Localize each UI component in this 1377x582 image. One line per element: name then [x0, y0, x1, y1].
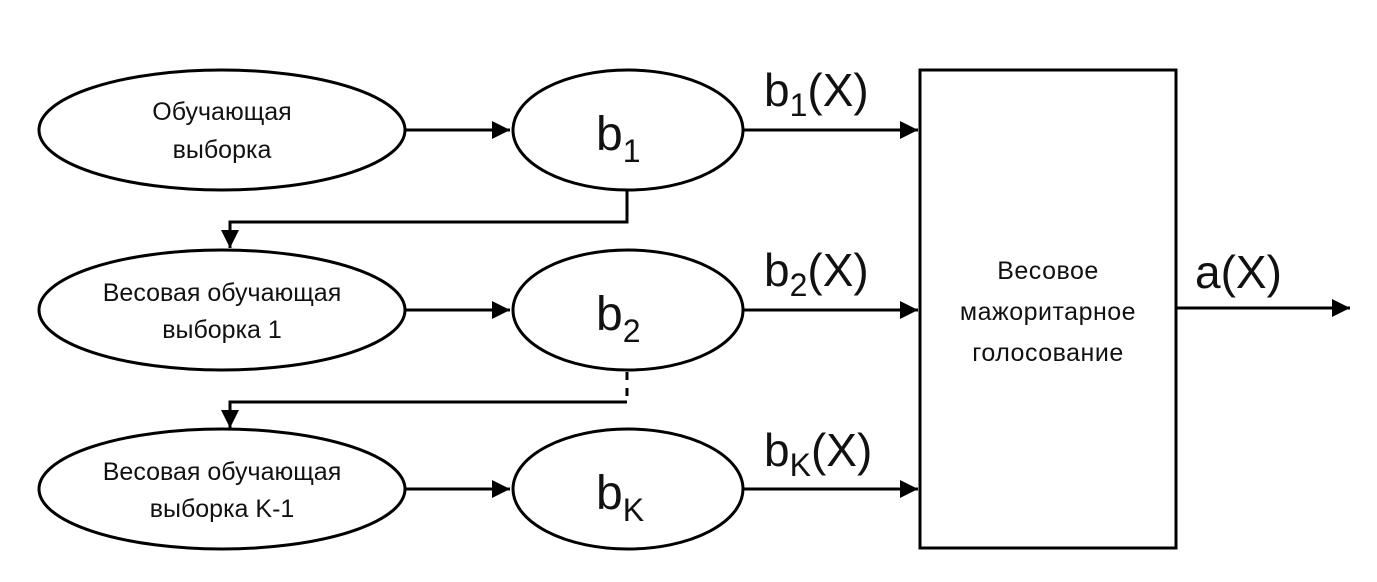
learner-node-b2: b2	[511, 248, 745, 372]
aggregator-label-line-2: мажоритарное	[960, 298, 1136, 326]
edge-label-bkx: bK(X)	[764, 424, 872, 483]
source-label-line-1: Весовая обучающая	[103, 458, 342, 486]
aggregator-label-line-1: Весовое	[997, 257, 1099, 285]
source-label-line-1: Весовая обучающая	[103, 279, 342, 307]
edge-b2-to-weighted-sample-k-1	[221, 400, 627, 428]
source-node-weighted-sample-k-1: Весовая обучающая выборка K-1	[37, 427, 407, 551]
edge-label-b1x: b1(X)	[764, 64, 869, 123]
edge-b1-to-weighted-sample-1	[221, 190, 629, 248]
learner-node-bk: bK	[511, 427, 745, 551]
source-label-line-2: выборка 1	[162, 316, 282, 344]
learner-label-b1: b1	[596, 108, 641, 169]
final-output-label: a(X)	[1195, 246, 1282, 298]
aggregator-node: Весовое мажоритарное голосование	[918, 68, 1178, 550]
learner-node-b1: b1	[511, 68, 745, 192]
learner-label-b2: b2	[596, 288, 641, 349]
learner-label-bk: bK	[596, 467, 644, 528]
aggregator-label-line-3: голосование	[972, 339, 1123, 367]
edge-label-b2x: b2(X)	[764, 244, 869, 303]
source-node-weighted-sample-1: Весовая обучающая выборка 1	[37, 248, 407, 372]
source-label-line-2: выборка	[173, 136, 272, 164]
source-label-line-1: Обучающая	[152, 98, 291, 126]
source-node-training-sample: Обучающая выборка	[37, 68, 407, 192]
source-label-line-2: выборка K-1	[150, 495, 295, 523]
